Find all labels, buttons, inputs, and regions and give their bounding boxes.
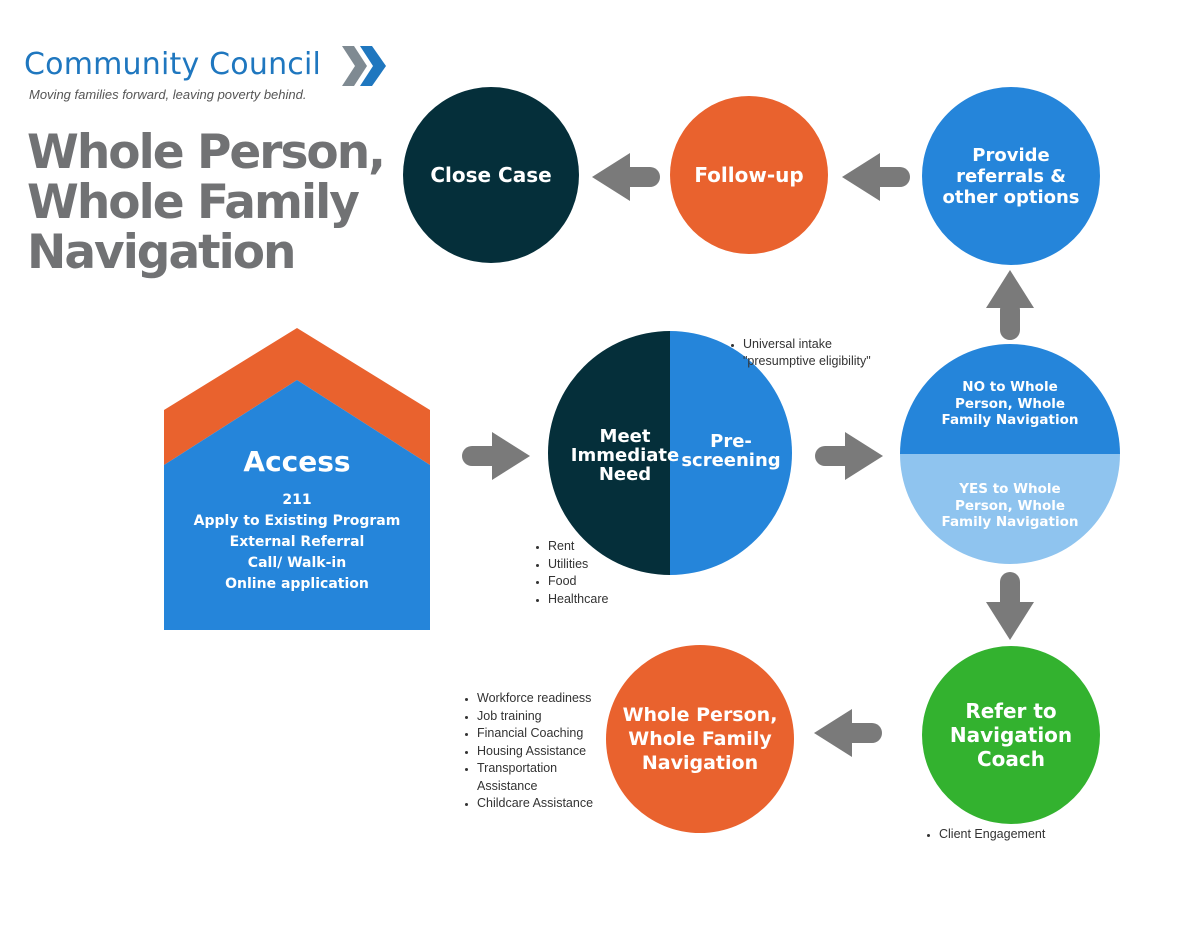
prescreening-label: Pre- screening [681, 431, 781, 471]
list-item: Food [548, 573, 668, 591]
intake-bullets: Universal intake "presumptive eligibilit… [723, 318, 923, 388]
provide-referrals-circle: Provide referrals & other options [922, 87, 1100, 265]
logo-name: Community Council [24, 47, 322, 82]
close-case-label: Close Case [430, 163, 552, 187]
list-item: Childcare Assistance [477, 795, 607, 813]
arrow-up-icon [986, 270, 1034, 340]
list-item: Housing Assistance [477, 743, 607, 761]
list-item: Workforce readiness [477, 690, 607, 708]
refer-coach-circle: Refer to Navigation Coach [922, 646, 1100, 824]
page-title: Whole Person, Whole Family Navigation [27, 125, 386, 280]
list-item: Transportation Assistance [477, 760, 607, 795]
list-item: Healthcare [548, 591, 668, 609]
access-item: External Referral [229, 534, 365, 550]
follow-up-label: Follow-up [694, 163, 804, 187]
arrow-right-icon [462, 432, 530, 480]
arrow-left-icon [842, 153, 910, 201]
list-item: Job training [477, 708, 607, 726]
decision-circle: NO to Whole Person, Whole Family Navigat… [900, 344, 1120, 564]
screening-circle: Meet Immediate Need Pre- screening [548, 331, 792, 575]
logo-tagline: Moving families forward, leaving poverty… [29, 87, 307, 102]
access-title: Access [243, 445, 351, 478]
arrow-left-icon [592, 153, 660, 201]
yes-half [900, 454, 1120, 564]
access-item: 211 [282, 492, 312, 508]
list-item: Financial Coaching [477, 725, 607, 743]
access-house-shape [164, 328, 430, 630]
yes-label: YES to Whole Person, Whole Family Naviga… [941, 481, 1079, 530]
list-item: Utilities [548, 556, 668, 574]
navigation-circle: Whole Person, Whole Family Navigation [606, 645, 794, 833]
navigation-label: Whole Person, Whole Family Navigation [622, 704, 778, 774]
close-case-circle: Close Case [403, 87, 579, 263]
navigation-bullets: Workforce readiness Job training Financi… [457, 690, 607, 813]
list-item: Universal intake "presumptive eligibilit… [743, 336, 923, 371]
logo-chevrons-icon [340, 44, 390, 92]
list-item: Rent [548, 538, 668, 556]
arrow-right-icon [815, 432, 883, 480]
follow-up-circle: Follow-up [670, 96, 828, 254]
prescreening-half [670, 331, 792, 575]
access-item: Call/ Walk-in [247, 555, 347, 571]
access-item: Apply to Existing Program [193, 513, 401, 529]
meet-need-half [548, 331, 670, 575]
access-item: Online application [225, 576, 369, 592]
refer-coach-label: Refer to Navigation Coach [949, 699, 1073, 771]
meet-need-label: Meet Immediate Need [570, 426, 680, 485]
no-half [900, 344, 1120, 454]
coach-bullets: Client Engagement [919, 826, 1079, 844]
arrow-left-icon [814, 709, 882, 757]
need-bullets: Rent Utilities Food Healthcare [528, 538, 668, 608]
no-label: NO to Whole Person, Whole Family Navigat… [941, 379, 1079, 428]
list-item: Client Engagement [939, 826, 1079, 844]
access-box: Access 211 Apply to Existing Program Ext… [164, 442, 430, 595]
arrow-down-icon [986, 572, 1034, 640]
provide-referrals-label: Provide referrals & other options [942, 144, 1080, 208]
